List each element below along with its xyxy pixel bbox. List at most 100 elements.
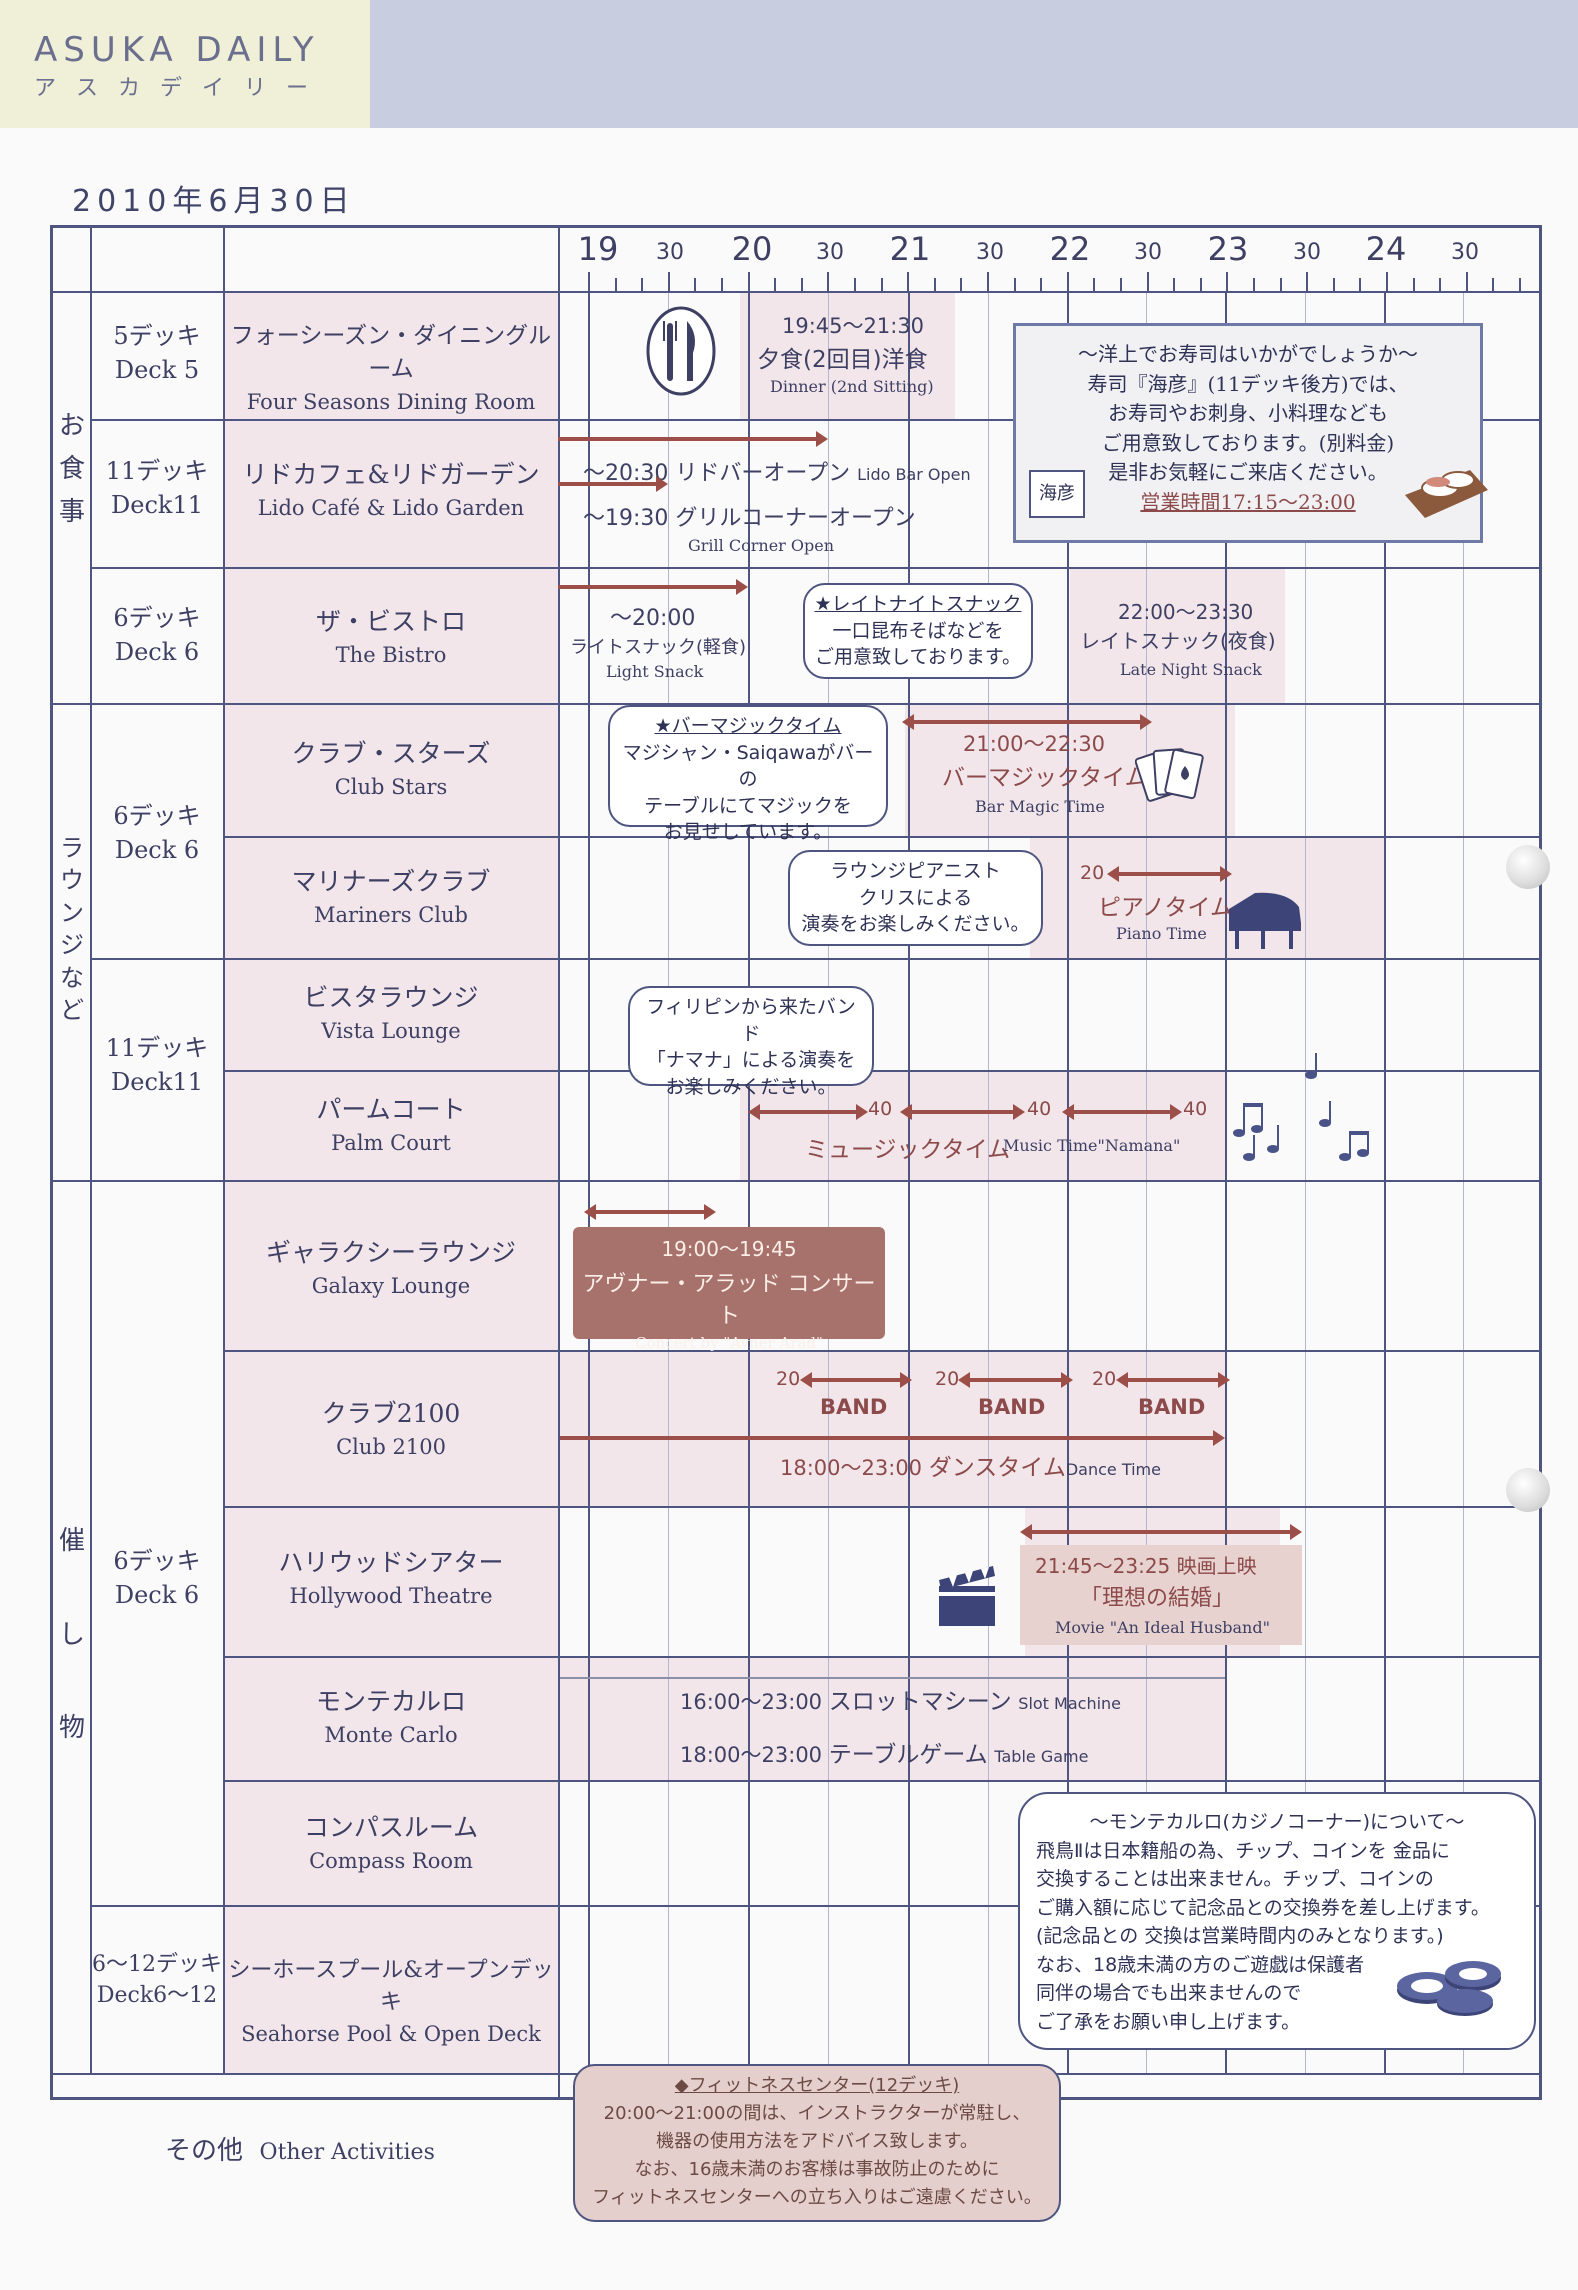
time-tick — [1013, 278, 1016, 292]
row-line-monte — [223, 1780, 1542, 1782]
late-snack-bubble: ★レイトナイトスナック 一口昆布そばなどを ご用意致しております。 — [803, 583, 1033, 679]
half-2330: 30 — [1293, 240, 1321, 265]
concert-en: Concert by "Avner Arad" — [635, 1334, 823, 1352]
time-tick — [1412, 278, 1415, 292]
band-arrow-2 — [958, 1372, 1073, 1388]
dance-ja: ダンスタイム — [928, 1455, 1066, 1481]
venue-en: Vista Lounge — [321, 1019, 461, 1044]
casino-line: 交換することは出来ません。チップ、コインの — [1036, 1868, 1434, 1890]
dance-time: 18:00〜23:00 ダンスタイムDance Time — [780, 1448, 1161, 1482]
dinner-en: Dinner (2nd Sitting) — [770, 377, 934, 396]
grid-line-2330 — [1305, 293, 1306, 2075]
bar-magic-arrow — [902, 714, 1152, 730]
bubble-line: 演奏をお楽しみください。 — [801, 913, 1030, 936]
venue-ja: ビスタラウンジ — [303, 983, 479, 1012]
shade-event-venues — [225, 1182, 558, 2075]
table-ja: テーブルゲーム — [828, 1742, 988, 1768]
time-tick — [1253, 278, 1255, 292]
row-line-deck6-lounge — [90, 958, 1542, 960]
time-tick — [774, 278, 777, 292]
magic-bubble: ★バーマジックタイム マジシャン・Saiqawaがバーの テーブルにてマジックを… — [608, 705, 888, 843]
late-snack-time: 22:00〜23:30 — [1118, 600, 1254, 624]
category-lounge: ラウンジなど — [60, 834, 84, 1024]
venue-en: Four Seasons Dining Room — [246, 389, 536, 414]
shade-club2100 — [560, 1352, 1225, 1506]
bubble-line: ★バーマジックタイム — [654, 715, 842, 737]
playing-cards-icon — [1134, 740, 1205, 810]
sushi-line: 寿司『海彦』(11デッキ後方)では、 — [1087, 371, 1409, 396]
dance-time-value: 18:00〜23:00 — [780, 1456, 923, 1480]
sushi-line: 是非お気軽にご来店ください。 — [1108, 460, 1388, 485]
table-game: 18:00〜23:00 テーブルゲーム Table Game — [680, 1735, 1088, 1769]
bubble-line: ご用意致しております。 — [815, 646, 1021, 669]
deck-6-ja: 6デッキ — [113, 802, 201, 830]
time-tick — [1040, 278, 1043, 292]
row-line-dining-end — [50, 703, 1542, 705]
music-time-en: Music Time"Namana" — [1003, 1136, 1181, 1155]
category-events: 催し物 — [58, 1526, 85, 1744]
band-start-2: 20 — [935, 1368, 960, 1390]
row-line-lounge-end — [50, 1180, 1542, 1182]
lido-bar-open: 〜20:30 リドバーオープン Lido Bar Open — [583, 455, 971, 487]
sushi-icon — [1400, 450, 1490, 530]
music-arrow-1 — [748, 1104, 868, 1120]
lido-bar-arrow — [558, 431, 828, 447]
grid-line-2030 — [828, 293, 829, 2075]
col-line-24 — [1384, 293, 1386, 2075]
half-2430: 30 — [1451, 240, 1479, 265]
hour-21: 21 — [889, 230, 931, 268]
venue-ja: ギャラクシーラウンジ — [265, 1238, 516, 1267]
late-snack-en: Late Night Snack — [1120, 660, 1262, 679]
time-tick — [907, 272, 910, 292]
time-tick — [641, 278, 644, 292]
venue-en: Mariners Club — [314, 903, 468, 928]
bubble-line: クリスによる — [858, 886, 973, 909]
half-2230: 30 — [1134, 240, 1162, 265]
deck-11-en: Deck11 — [111, 490, 203, 519]
time-tick — [1306, 272, 1309, 292]
shade-mariners — [1030, 838, 1385, 960]
bubble-line: マジシャン・Saiqawaがバーの — [622, 741, 874, 791]
band-arrow-1 — [800, 1372, 912, 1388]
venue-ja: クラブ2100 — [321, 1399, 461, 1428]
light-snack-time: 〜20:00 — [610, 606, 696, 631]
fitness-line: 20:00〜21:00の間は、インストラクターが常駐し、 — [603, 2102, 1031, 2124]
col-line-cat — [90, 225, 92, 2075]
deck-6-12-ja: 6〜12デッキ — [92, 1952, 222, 1977]
bubble-line: フィリピンから来たバンド — [646, 996, 856, 1045]
piano-start: 20 — [1080, 862, 1105, 884]
time-tick — [614, 278, 617, 292]
venue-en: Club 2100 — [336, 1435, 446, 1460]
movie-box — [1020, 1545, 1302, 1645]
dance-en: Dance Time — [1065, 1460, 1161, 1479]
bubble-line: テーブルにてマジックを — [644, 794, 852, 817]
deck-11-en: Deck11 — [111, 1067, 203, 1096]
venue-en: Palm Court — [331, 1131, 451, 1156]
dinner-ja: 夕食(2回目)洋食 — [757, 347, 928, 373]
row-line-fourseasons — [90, 419, 1542, 421]
time-tick — [1332, 278, 1335, 292]
row-line-clubstars — [223, 836, 1542, 838]
shade-dining-venues — [225, 293, 558, 703]
lido-bar-en: Lido Bar Open — [857, 465, 971, 484]
hour-23: 23 — [1207, 230, 1249, 268]
time-tick — [1279, 278, 1282, 292]
time-tick — [1226, 272, 1229, 292]
table-time: 18:00〜23:00 — [680, 1743, 823, 1767]
sushi-notice: 〜洋上でお寿司はいかがでしょうか〜 寿司『海彦』(11デッキ後方)では、 お寿司… — [1013, 323, 1483, 543]
deck-6-ja: 6デッキ — [113, 1547, 201, 1575]
time-tick — [667, 272, 670, 292]
casino-line: なお、18歳未満の方のご遊戯は保護者 — [1036, 1953, 1365, 1976]
band-label-3: BAND — [1138, 1395, 1206, 1419]
fitness-line: ◆フィットネスセンター(12デッキ) — [674, 2075, 960, 2096]
venue-en: Hollywood Theatre — [289, 1584, 493, 1609]
